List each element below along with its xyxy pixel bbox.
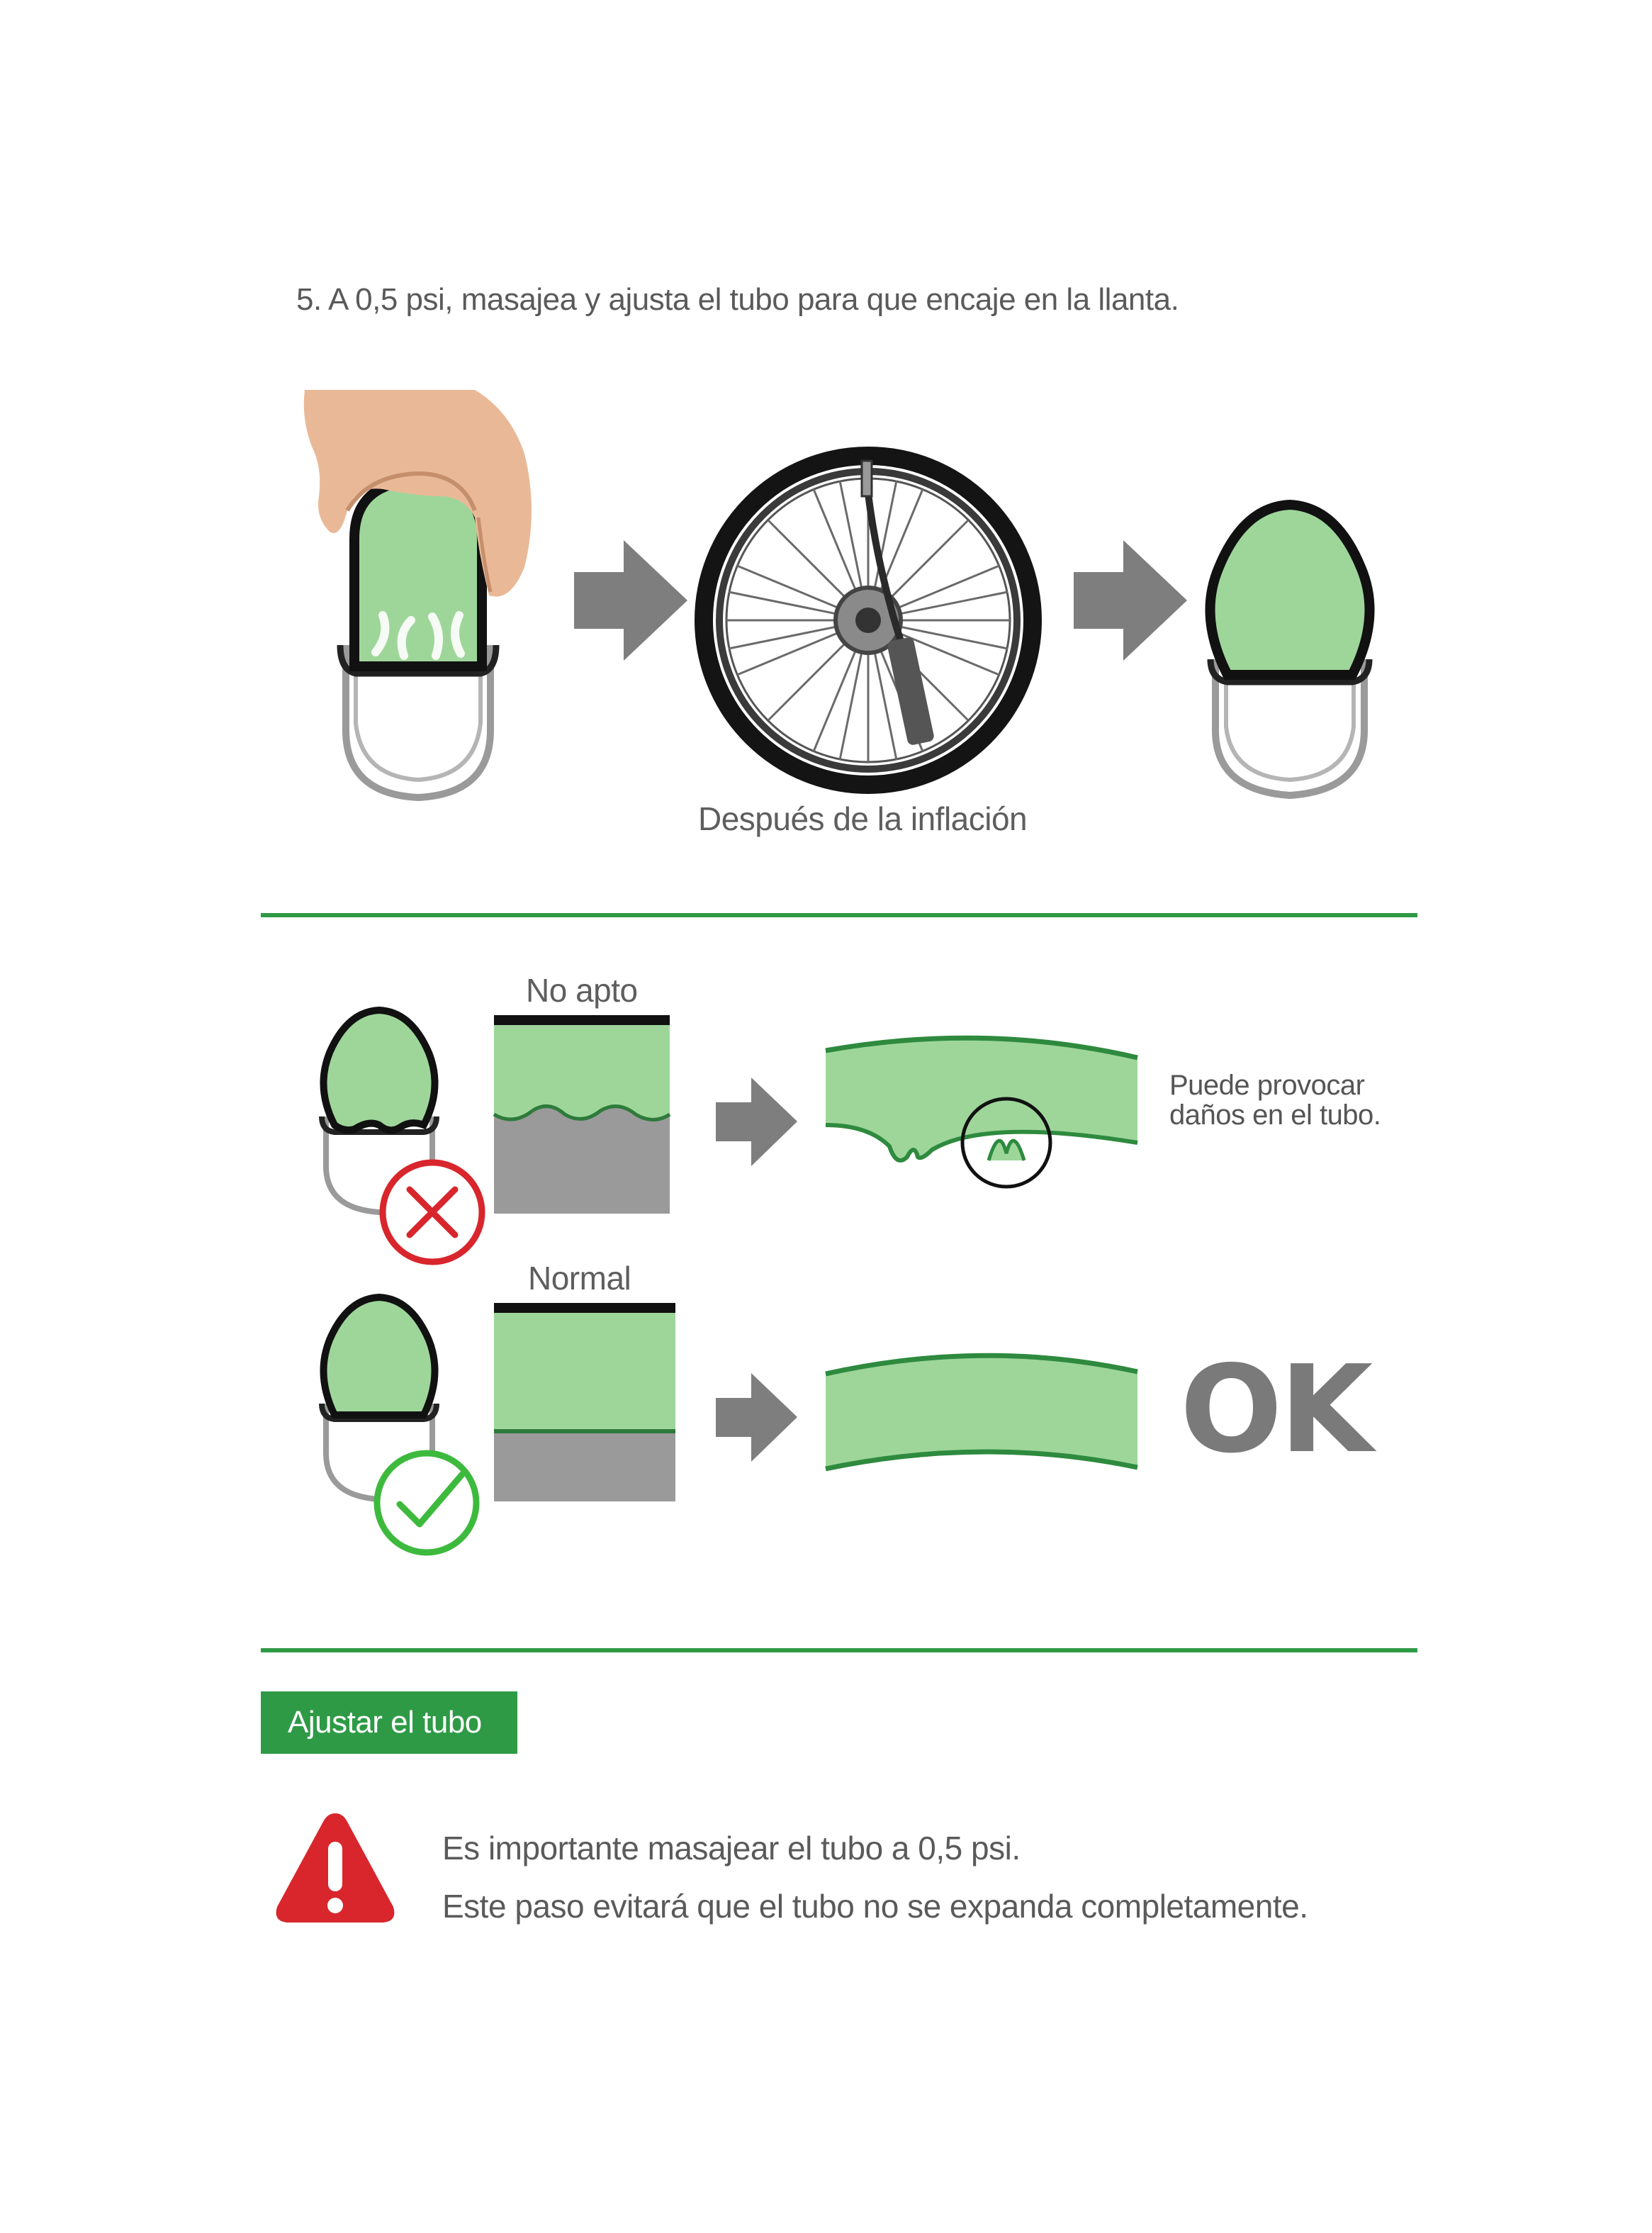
hand-icon xyxy=(303,390,532,597)
rim-shape xyxy=(342,645,494,802)
damage-note-line2: daños en el tubo. xyxy=(1169,1099,1381,1131)
arrow-right-icon xyxy=(716,1078,797,1166)
section-divider xyxy=(261,1648,1417,1652)
tube-shape xyxy=(1205,499,1375,680)
bad-label: No apto xyxy=(526,972,638,1009)
section-divider xyxy=(261,913,1417,917)
damage-note-line1: Puede provocar xyxy=(1169,1070,1365,1101)
hand-tube-illustration xyxy=(303,390,532,802)
inflated-tube-illustration xyxy=(1205,499,1375,800)
check-icon xyxy=(373,1450,480,1556)
bad-cross-section xyxy=(493,1015,671,1214)
wheel-icon xyxy=(695,447,1042,794)
inflation-caption: Después de la inflación xyxy=(698,800,1028,837)
adjust-line-1: Es importante masajear el tubo a 0,5 psi… xyxy=(442,1830,1021,1867)
cross-icon xyxy=(379,1159,485,1265)
damage-note: Puede provocar daños en el tubo. xyxy=(1169,1070,1381,1130)
good-cross-section xyxy=(494,1303,675,1501)
arrow-right-icon xyxy=(716,1373,797,1462)
pump-icon xyxy=(860,459,934,745)
tube-shape xyxy=(320,1293,439,1418)
tube-shape xyxy=(320,1006,439,1134)
adjust-badge: Ajustar el tubo xyxy=(261,1691,517,1754)
adjust-line-2: Este paso evitará que el tubo no se expa… xyxy=(442,1888,1308,1925)
arrow-right-icon xyxy=(574,540,687,661)
arrow-right-icon xyxy=(1074,540,1187,661)
warning-icon xyxy=(276,1813,395,1923)
tube-shape xyxy=(349,475,487,671)
good-tube-strip xyxy=(825,1353,1138,1472)
ok-result: OK xyxy=(1180,1340,1373,1480)
bad-tube-strip xyxy=(825,1035,1138,1189)
good-label: Normal xyxy=(528,1260,631,1297)
step-title: 5. A 0,5 psi, masajea y ajusta el tubo p… xyxy=(296,282,1179,317)
